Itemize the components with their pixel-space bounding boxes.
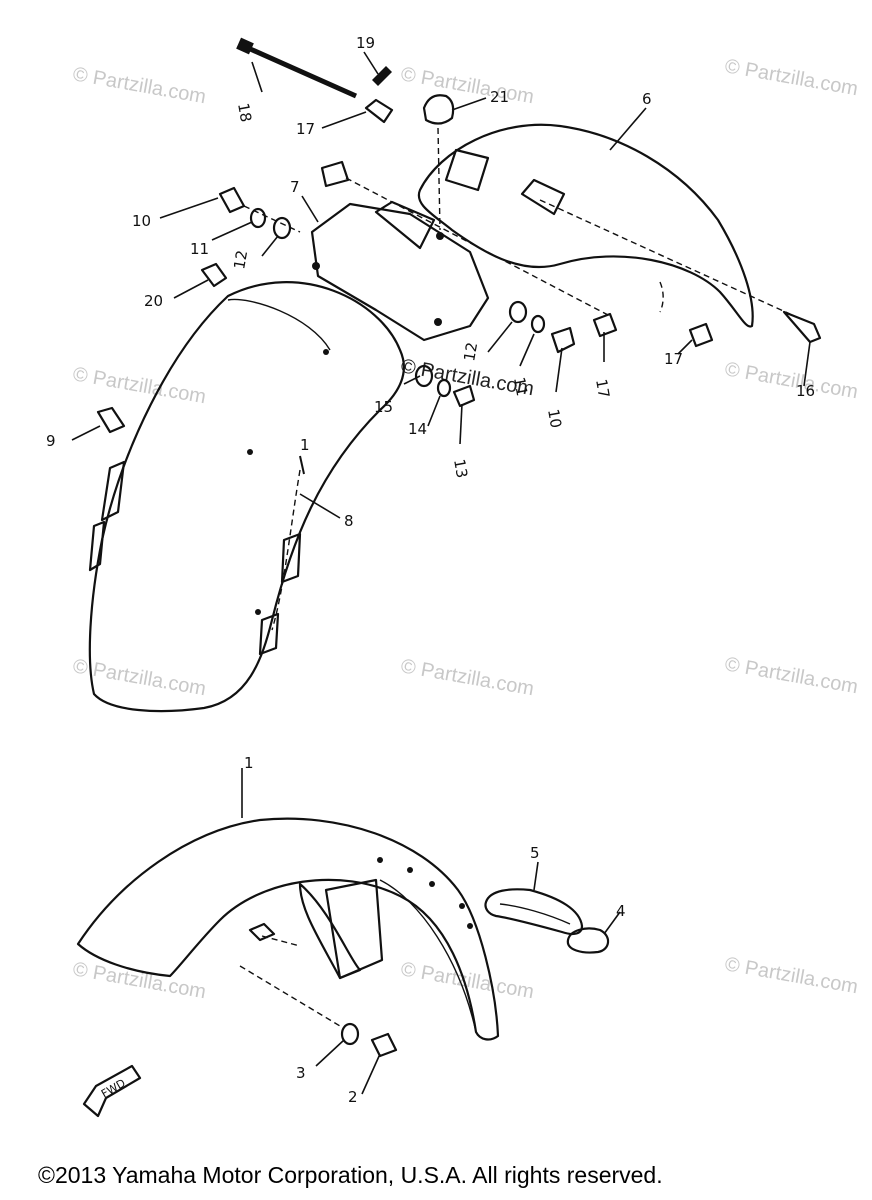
watermark: © Partzilla.com — [723, 55, 860, 100]
part-15-washer — [414, 364, 434, 388]
part-17-collar-top — [364, 98, 394, 124]
callout-17: 17 — [296, 120, 315, 138]
part-7-bracket — [310, 200, 490, 342]
watermark: © Partzilla.com — [71, 63, 208, 108]
callout-19: 19 — [356, 34, 375, 52]
callout-1: 1 — [244, 754, 254, 772]
part-2-bolt — [370, 1032, 398, 1058]
callout-18: 18 — [234, 102, 255, 124]
callout-21: 21 — [490, 88, 509, 106]
callout-6: 6 — [642, 90, 652, 108]
watermark: © Partzilla.com — [71, 958, 208, 1003]
watermark: © Partzilla.com — [723, 653, 860, 698]
watermark: © Partzilla.com — [71, 363, 208, 408]
callout-11: 11 — [510, 376, 531, 398]
callout-17: 17 — [592, 378, 613, 400]
part-17-collar-right — [592, 312, 618, 338]
part-13-bolt — [452, 384, 476, 408]
callout-1: 1 — [300, 436, 310, 454]
fwd-label: FWD — [99, 1076, 128, 1100]
watermark: © Partzilla.com — [399, 63, 536, 108]
callout-20: 20 — [144, 292, 163, 310]
watermark: © Partzilla.com — [723, 358, 860, 403]
part-18-bolt — [236, 37, 358, 99]
watermark: © Partzilla.com — [399, 958, 536, 1003]
part-6-fender-rear-upper — [417, 123, 754, 328]
callout-7: 7 — [290, 178, 300, 196]
callout-8: 8 — [344, 512, 354, 530]
callout-10: 10 — [132, 212, 151, 230]
callout-17: 17 — [664, 350, 683, 368]
watermark: © Partzilla.com — [399, 655, 536, 700]
callout-15: 15 — [374, 398, 393, 416]
part-12-washer-right — [508, 300, 528, 324]
part-5-emblem — [484, 888, 584, 936]
part-17-collar-left — [320, 160, 611, 317]
callout-12: 12 — [230, 249, 251, 271]
leader-lines — [71, 51, 811, 1095]
callout-16: 16 — [796, 382, 815, 400]
part-3-washer — [340, 1022, 360, 1046]
part-20-bolt — [200, 262, 228, 288]
callout-3: 3 — [296, 1064, 306, 1082]
watermark: © Partzilla.com — [723, 953, 860, 998]
callout-11: 11 — [190, 240, 209, 258]
callout-5: 5 — [530, 844, 540, 862]
part-11-washer-left — [249, 207, 267, 229]
part-8-fender-rear — [88, 281, 405, 713]
copyright-notice: ©2013 Yamaha Motor Corporation, U.S.A. A… — [38, 1162, 663, 1188]
part-21-nut — [422, 94, 455, 231]
part-14-washer — [436, 378, 452, 398]
callout-2: 2 — [348, 1088, 358, 1106]
part-12-washer-left — [272, 216, 292, 240]
callout-9: 9 — [46, 432, 56, 450]
callout-13: 13 — [450, 458, 471, 480]
callout-14: 14 — [408, 420, 427, 438]
part-1-fender-front — [76, 817, 500, 1041]
part-4-knob — [566, 927, 610, 954]
part-19-screw — [372, 66, 392, 86]
part-10-bolt-right — [550, 326, 576, 354]
callout-10: 10 — [544, 408, 565, 430]
part-17-collar-far-right — [688, 322, 714, 348]
part-9-nut — [96, 406, 126, 434]
callout-12: 12 — [460, 341, 481, 363]
part-16-bolt — [539, 199, 822, 344]
watermarks: © Partzilla.com © Partzilla.com © Partzi… — [71, 55, 860, 1003]
fwd-arrow: FWD — [82, 1064, 142, 1118]
callout-4: 4 — [616, 902, 626, 920]
callouts: 1 1 2 3 4 5 6 7 8 9 10 10 11 11 12 12 13… — [46, 34, 815, 1106]
part-11-washer-right — [530, 314, 546, 334]
